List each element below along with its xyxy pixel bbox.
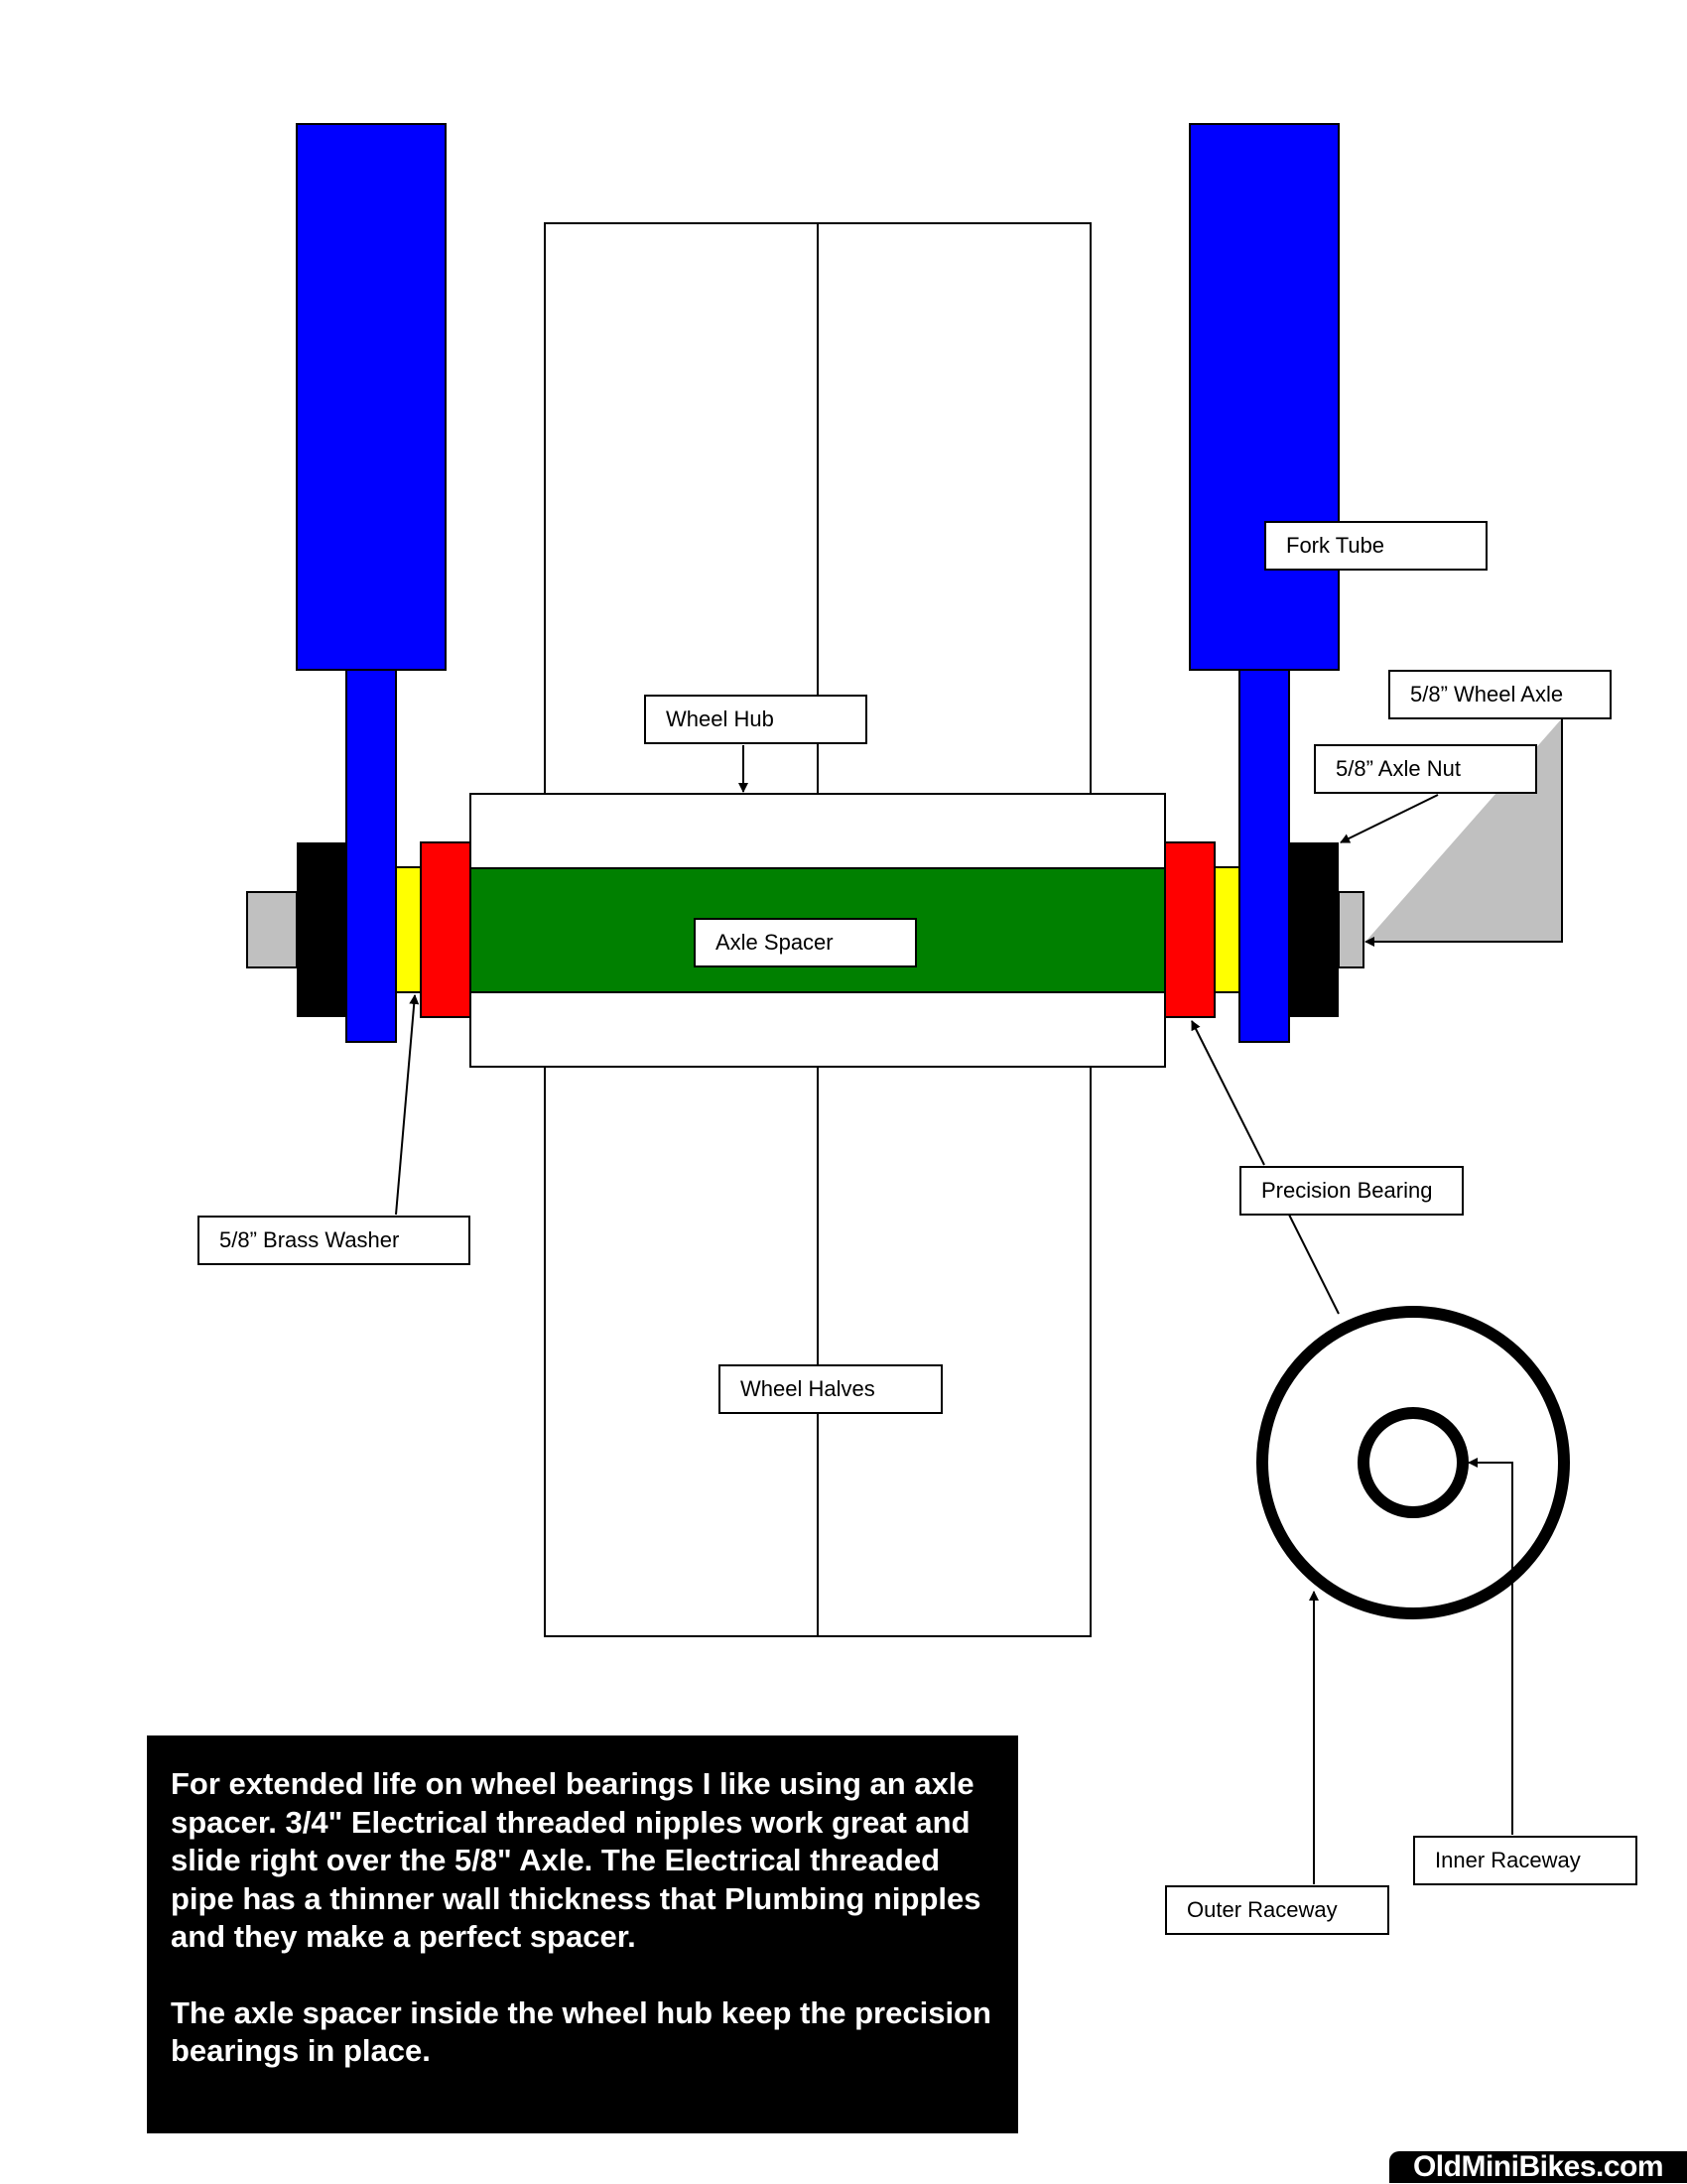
label-inner-raceway: Inner Raceway [1413,1836,1637,1885]
outer-raceway [1256,1306,1570,1619]
label-precision-bearing: Precision Bearing [1239,1166,1464,1216]
explanation-note: For extended life on wheel bearings I li… [147,1735,1018,2133]
precision-bearing-arrow [1191,1020,1265,1166]
precision-bearing-left [420,841,471,1018]
label-axle-nut: 5/8” Axle Nut [1314,744,1537,794]
label-axle-spacer: Axle Spacer [694,918,917,967]
fork-tube-left-lower [345,669,397,1043]
axle-nut-arrow [1340,794,1439,843]
fork-tube-left-upper [296,123,447,671]
label-wheel-axle: 5/8” Wheel Axle [1388,670,1612,719]
label-fork-tube: Fork Tube [1264,521,1488,571]
fork-tube-right-lower [1238,669,1290,1043]
wheel-axle-right-end [1338,891,1364,968]
label-brass-washer: 5/8” Brass Washer [197,1216,470,1265]
wheel-axle-left-end [246,891,298,968]
brass-washer-left [395,866,422,993]
note-paragraph-2: The axle spacer inside the wheel hub kee… [171,1994,991,2069]
label-outer-raceway: Outer Raceway [1165,1885,1389,1935]
bearing-detail-leader [1288,1214,1340,1315]
inner-raceway-arrow [1468,1458,1513,1835]
site-watermark: OldMiniBikes.com [1389,2150,1687,2183]
label-wheel-hub: Wheel Hub [644,695,867,744]
brass-washer-right [1214,866,1240,993]
inner-raceway [1358,1407,1469,1518]
axle-nut-right [1289,842,1339,1017]
axle-nut-left [297,842,346,1017]
brass-washer-arrow [395,994,420,1216]
label-wheel-halves: Wheel Halves [718,1364,943,1414]
note-paragraph-1: For extended life on wheel bearings I li… [171,1766,981,1954]
fork-tube-right-upper [1189,123,1340,671]
precision-bearing-right [1164,841,1216,1018]
